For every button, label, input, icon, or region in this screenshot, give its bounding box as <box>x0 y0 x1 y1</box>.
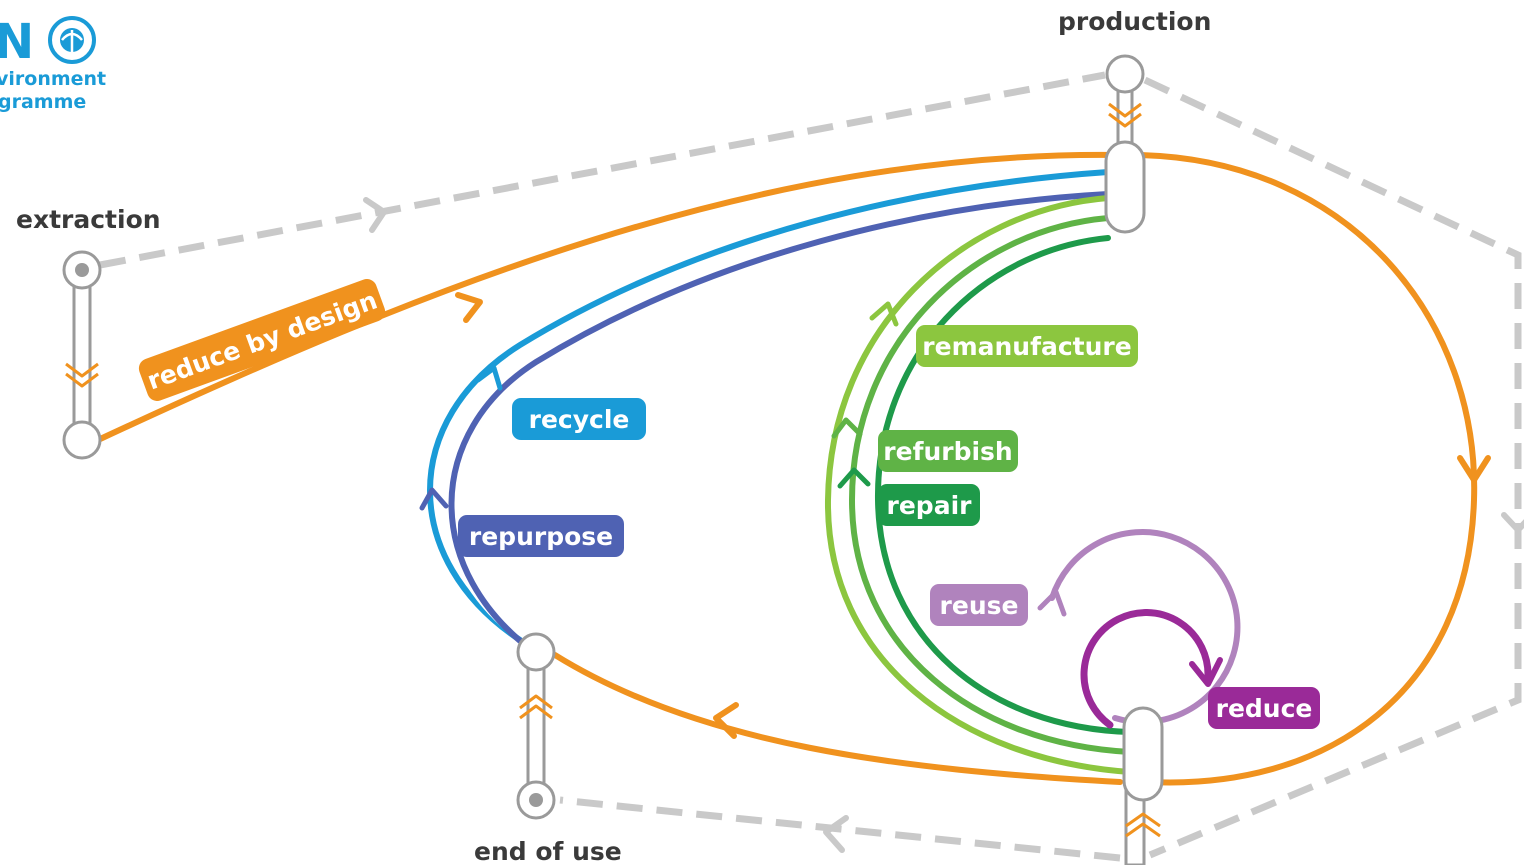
remanufacture-refurbish-repair-loop <box>824 195 1133 775</box>
logo-line-2: gramme <box>0 91 86 113</box>
reduce-loop <box>1080 609 1223 729</box>
tag-label: reduce <box>1216 694 1313 723</box>
production-node <box>1104 54 1146 234</box>
use-node <box>1122 706 1164 865</box>
tag-reuse: reuse <box>930 584 1028 626</box>
extraction-node <box>62 250 102 460</box>
blue-arrow-icon <box>419 365 503 511</box>
tag-label: reuse <box>940 591 1019 620</box>
stage-label-end-of-use: end of use <box>474 837 622 865</box>
stage-label-extraction: extraction <box>16 205 161 234</box>
tag-label: reduce by design <box>143 285 381 395</box>
reuse-loop <box>1037 529 1241 725</box>
tag-label: repair <box>887 491 973 520</box>
tag-label: remanufacture <box>922 332 1131 361</box>
globe-icon <box>48 16 96 64</box>
tag-reduce: reduce <box>1208 687 1320 729</box>
down-chevrons-icon <box>1108 102 1142 128</box>
tag-repurpose: repurpose <box>458 515 624 557</box>
orange-arrow-icon <box>455 292 1491 739</box>
logo-line-1: vironment <box>0 68 106 90</box>
dashed-arrow-icon <box>363 197 1524 853</box>
tag-refurbish: refurbish <box>878 430 1018 472</box>
unep-logo: N vironment gramme <box>0 14 106 113</box>
end-of-use-node <box>516 632 556 820</box>
down-chevrons-icon <box>65 362 99 388</box>
tag-remanufacture: remanufacture <box>916 325 1138 367</box>
logo-letters: N <box>0 14 34 70</box>
reduce-by-design-loop <box>95 151 1478 786</box>
tag-reduce-by-design: reduce by design <box>138 279 386 401</box>
linear-economy-dashed-path <box>99 71 1522 862</box>
tag-label: recycle <box>529 405 630 434</box>
tag-recycle: recycle <box>512 398 646 440</box>
up-chevrons-icon <box>519 694 553 720</box>
green-arrow-icon <box>831 301 899 489</box>
tag-label: refurbish <box>883 437 1012 466</box>
stage-label-production: production <box>1058 7 1211 36</box>
up-chevrons-icon <box>1125 812 1161 838</box>
tag-repair: repair <box>878 484 980 526</box>
tag-label: repurpose <box>469 522 613 551</box>
